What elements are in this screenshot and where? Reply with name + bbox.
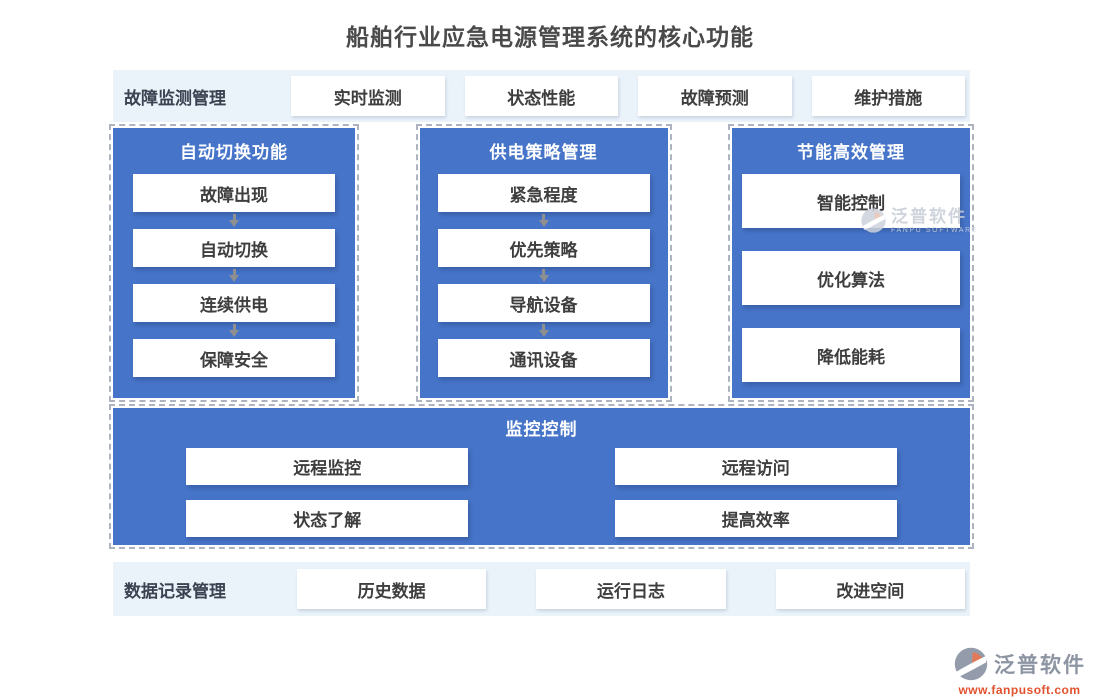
feature-remote-monitoring: 远程监控 xyxy=(186,448,469,485)
flow-step-auto-switch: 自动切换 xyxy=(133,229,335,267)
panel-power-strategy: 供电策略管理 紧急程度 优先策略 导航设备 通讯设备 xyxy=(415,124,672,402)
panel-monitor-control: 监控控制 远程监控 远程访问 状态了解 提高效率 xyxy=(109,404,974,549)
footer-brand-url: www.fanpusoft.com xyxy=(958,683,1081,697)
fault-monitoring-label: 故障监测管理 xyxy=(124,88,226,108)
button-maintenance-measures: 维护措施 xyxy=(811,76,965,116)
down-arrow-icon xyxy=(538,322,549,339)
down-arrow-icon xyxy=(229,267,239,284)
flow-step-communication-equipment: 通讯设备 xyxy=(437,339,650,377)
button-fault-prediction: 故障预测 xyxy=(638,76,792,116)
button-status-performance: 状态性能 xyxy=(464,76,618,116)
flow-step-priority-strategy: 优先策略 xyxy=(437,229,650,267)
panel-auto-switch: 自动切换功能 故障出现 自动切换 连续供电 保障安全 xyxy=(109,124,359,402)
fault-monitoring-band: 故障监测管理 实时监测 状态性能 故障预测 维护措施 xyxy=(113,70,970,122)
panel-auto-switch-header: 自动切换功能 xyxy=(180,143,288,162)
button-improvement-space: 改进空间 xyxy=(775,569,965,609)
feature-status-awareness: 状态了解 xyxy=(186,500,469,537)
button-history-data: 历史数据 xyxy=(297,569,487,609)
button-realtime-monitoring: 实时监测 xyxy=(291,76,445,116)
feature-remote-access: 远程访问 xyxy=(614,448,897,485)
feature-reduce-energy: 降低能耗 xyxy=(742,328,960,382)
fanpu-logo-icon xyxy=(861,208,886,233)
down-arrow-icon xyxy=(229,212,239,229)
fanpu-footer-brand: 泛普软件 www.fanpusoft.com xyxy=(953,646,1086,697)
flow-step-continuous-power: 连续供电 xyxy=(133,284,335,322)
data-record-label: 数据记录管理 xyxy=(124,581,226,601)
data-record-band: 数据记录管理 历史数据 运行日志 改进空间 xyxy=(113,562,970,616)
feature-optimization-algorithm: 优化算法 xyxy=(742,251,960,305)
footer-brand-name: 泛普软件 xyxy=(994,654,1086,677)
flow-step-ensure-safety: 保障安全 xyxy=(133,339,335,377)
down-arrow-icon xyxy=(538,212,549,229)
panel-energy-efficiency-header: 节能高效管理 xyxy=(797,143,905,162)
feature-columns: 自动切换功能 故障出现 自动切换 连续供电 保障安全 供电策略管理 紧急程度 优… xyxy=(109,124,974,402)
feature-improve-efficiency: 提高效率 xyxy=(614,500,897,537)
flow-step-urgency-level: 紧急程度 xyxy=(437,174,650,212)
monitor-control-grid: 远程监控 远程访问 状态了解 提高效率 xyxy=(113,448,970,537)
fanpu-logo-icon xyxy=(954,647,988,681)
button-run-logs: 运行日志 xyxy=(536,569,726,609)
data-record-buttons: 历史数据 运行日志 改进空间 xyxy=(281,569,970,609)
down-arrow-icon xyxy=(538,267,549,284)
fault-monitoring-buttons: 实时监测 状态性能 故障预测 维护措施 xyxy=(281,76,970,116)
panel-monitor-control-header: 监控控制 xyxy=(505,420,578,439)
panel-energy-efficiency: 节能高效管理 智能控制 优化算法 降低能耗 xyxy=(728,124,974,402)
watermark-brand-name: 泛普软件 xyxy=(891,206,967,226)
flow-step-navigation-equipment: 导航设备 xyxy=(437,284,650,322)
panel-power-strategy-header: 供电策略管理 xyxy=(489,143,598,162)
fanpu-watermark: 泛普软件 FANPU SOFTWARE xyxy=(860,207,978,234)
watermark-brand-subtitle: FANPU SOFTWARE xyxy=(891,226,979,234)
page-title: 船舶行业应急电源管理系统的核心功能 xyxy=(346,24,754,50)
feature-smart-control: 智能控制 xyxy=(742,174,960,228)
flow-step-fault-occurs: 故障出现 xyxy=(133,174,335,212)
down-arrow-icon xyxy=(229,322,239,339)
